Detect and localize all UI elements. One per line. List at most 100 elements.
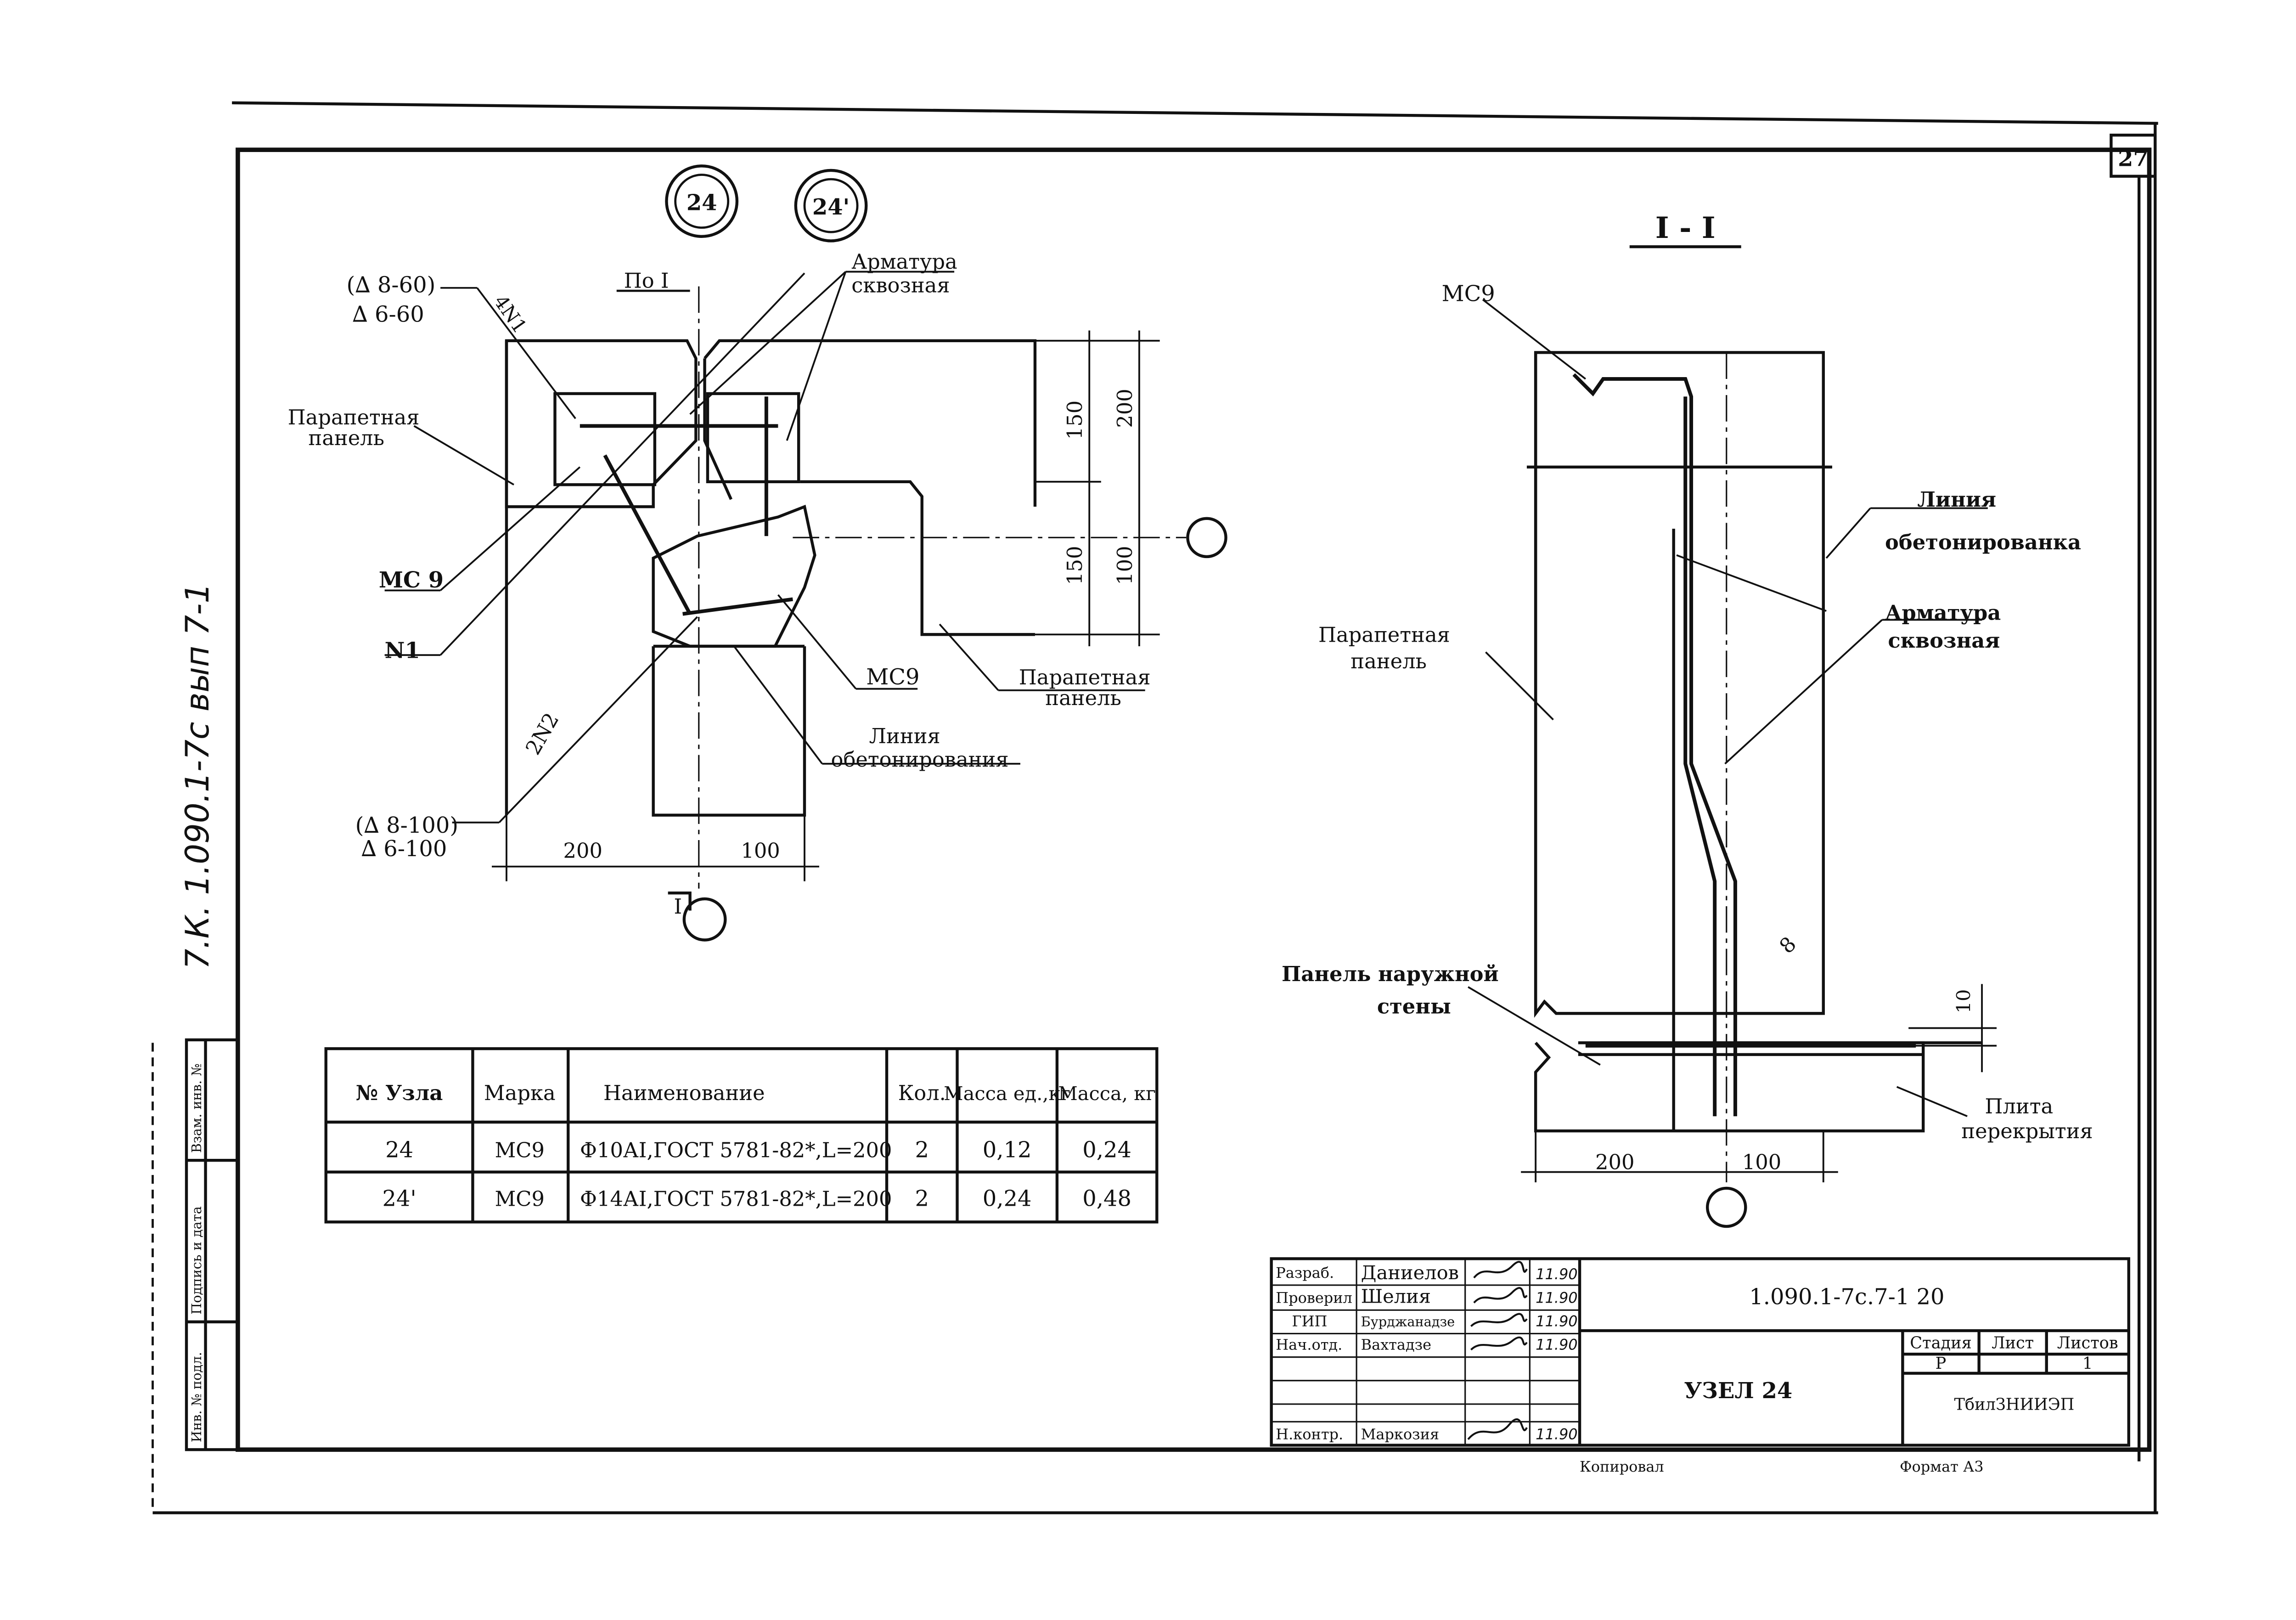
svg-text:Плита: Плита xyxy=(1985,1094,2053,1118)
svg-text:24': 24' xyxy=(812,194,850,220)
callout-node-24-prime: 24' xyxy=(794,169,868,243)
svg-text:Ф14АI,ГОСТ 5781-82*,L=200: Ф14АI,ГОСТ 5781-82*,L=200 xyxy=(580,1186,892,1211)
top-edge-line xyxy=(232,101,2158,125)
svg-text:По I: По I xyxy=(624,269,669,293)
svg-text:10: 10 xyxy=(1952,989,1975,1013)
section-cut-marker xyxy=(668,891,692,911)
axis-bubble-bottom xyxy=(682,897,727,942)
svg-text:I: I xyxy=(674,894,682,919)
spec-header-mark: Марка xyxy=(484,1081,556,1105)
svg-text:перекрытия: перекрытия xyxy=(1961,1119,2093,1143)
role-3: Нач.отд. xyxy=(1276,1336,1342,1354)
svg-text:Парапетная: Парапетная xyxy=(288,405,420,429)
section-dimensions xyxy=(1521,984,1997,1183)
stage-value: Р xyxy=(1936,1354,1947,1373)
date-1: 11.90 xyxy=(1536,1289,1578,1306)
sheet-header: Лист xyxy=(1992,1333,2034,1352)
sheets-header: Листов xyxy=(2057,1333,2118,1352)
svg-text:2: 2 xyxy=(915,1185,929,1211)
name-3: Вахтадзе xyxy=(1361,1336,1431,1354)
svg-text:0,24: 0,24 xyxy=(983,1185,1032,1211)
svg-text:Арматура: Арматура xyxy=(851,249,957,274)
svg-text:(∆ 8-60): (∆ 8-60) xyxy=(347,272,436,298)
archive-note: 7.К. 1.090.1-7с вып 7-1 xyxy=(179,583,216,970)
sheet-number-box: 27 xyxy=(2110,133,2157,178)
spec-header-name: Наименование xyxy=(603,1081,765,1105)
section-outline xyxy=(1526,351,1982,1133)
svg-text:Линия: Линия xyxy=(869,724,940,748)
svg-text:панель: панель xyxy=(1045,686,1121,710)
svg-text:∆ 6-100: ∆ 6-100 xyxy=(361,836,447,862)
node-detail-view: 24 24' xyxy=(288,164,1227,942)
rebars xyxy=(580,396,793,616)
spec-header-node: № Узла xyxy=(356,1081,443,1105)
svg-text:Взам. инв. №: Взам. инв. № xyxy=(189,1063,204,1153)
name-6: Маркозия xyxy=(1361,1426,1439,1443)
svg-text:200: 200 xyxy=(563,838,602,863)
dimensions-bottom xyxy=(492,815,819,881)
section-axis-bubble xyxy=(1705,1186,1747,1228)
svg-text:100: 100 xyxy=(741,838,780,863)
name-0: Даниелов xyxy=(1361,1261,1459,1284)
stage-header: Стадия xyxy=(1910,1333,1972,1352)
svg-text:24: 24 xyxy=(687,190,717,215)
svg-text:150: 150 xyxy=(1063,401,1087,440)
signature-marks xyxy=(1467,1261,1528,1440)
sheets-value: 1 xyxy=(2082,1354,2093,1373)
sheet-number: 27 xyxy=(2118,146,2149,171)
svg-text:МС9: МС9 xyxy=(495,1138,545,1163)
section-rebars xyxy=(1572,373,1916,1117)
date-2: 11.90 xyxy=(1536,1312,1578,1330)
table-row: 24 МС9 Ф10АI,ГОСТ 5781-82*,L=200 2 0,12 … xyxy=(385,1137,1131,1163)
svg-text:МС9: МС9 xyxy=(866,664,919,690)
svg-text:Арматура: Арматура xyxy=(1885,600,2001,625)
title-block: Разраб. Проверил ГИП Нач.отд. Н.контр. Д… xyxy=(1270,1257,2130,1447)
svg-text:Парапетная: Парапетная xyxy=(1318,622,1450,647)
date-0: 11.90 xyxy=(1536,1265,1578,1283)
svg-text:Парапетная: Парапетная xyxy=(1019,665,1151,689)
section-title: I - I xyxy=(1655,211,1716,245)
svg-text:2N2: 2N2 xyxy=(521,709,564,759)
footer-copied: Копировал xyxy=(1580,1458,1664,1475)
spec-header-unit-mass: Масса ед.,кг xyxy=(944,1082,1070,1105)
name-2: Бурджанадзе xyxy=(1361,1314,1455,1329)
spec-header-qty: Кол. xyxy=(898,1081,946,1105)
svg-text:150: 150 xyxy=(1063,546,1087,585)
svg-text:0,24: 0,24 xyxy=(1082,1137,1131,1163)
svg-text:МС9: МС9 xyxy=(495,1186,545,1211)
svg-text:обетонированка: обетонированка xyxy=(1885,530,2081,554)
svg-text:Линия: Линия xyxy=(1917,487,1996,512)
leaders xyxy=(384,271,1145,824)
svg-text:панель: панель xyxy=(308,426,384,450)
role-6: Н.контр. xyxy=(1276,1426,1343,1443)
svg-text:0,12: 0,12 xyxy=(983,1137,1032,1163)
spec-header-mass: Масса, кг xyxy=(1058,1082,1156,1105)
spec-table: № Узла Марка Наименование Кол. Масса ед.… xyxy=(324,1047,1159,1224)
role-2: ГИП xyxy=(1292,1312,1327,1330)
axis-bubble-right xyxy=(1186,517,1227,559)
svg-text:24: 24 xyxy=(385,1137,413,1163)
svg-text:200: 200 xyxy=(1595,1150,1634,1174)
side-stamp: Взам. инв. № Подпись и дата Инв. № подл. xyxy=(185,1038,240,1451)
section-view: I - I 200 100 10 8 xyxy=(1282,211,2093,1228)
callout-node-24: 24 xyxy=(665,164,739,238)
role-0: Разраб. xyxy=(1276,1264,1334,1281)
name-1: Шелия xyxy=(1361,1285,1431,1307)
svg-text:Инв. № подл.: Инв. № подл. xyxy=(189,1352,204,1442)
svg-text:МС9: МС9 xyxy=(1442,281,1495,307)
svg-text:100: 100 xyxy=(1742,1150,1781,1174)
svg-text:N1: N1 xyxy=(385,638,420,664)
role-1: Проверил xyxy=(1276,1289,1352,1306)
svg-text:Подпись и дата: Подпись и дата xyxy=(189,1206,204,1315)
svg-text:8: 8 xyxy=(1774,932,1801,959)
svg-text:сквозная: сквозная xyxy=(1888,628,2000,653)
svg-text:200: 200 xyxy=(1113,389,1137,428)
parapet-panel-outline xyxy=(505,339,1037,817)
svg-text:Ф10АI,ГОСТ 5781-82*,L=200: Ф10АI,ГОСТ 5781-82*,L=200 xyxy=(580,1138,892,1163)
table-row: 24' МС9 Ф14АI,ГОСТ 5781-82*,L=200 2 0,24… xyxy=(383,1185,1131,1211)
svg-text:стены: стены xyxy=(1377,994,1451,1018)
organization: ТбилЗНИИЭП xyxy=(1954,1395,2074,1414)
svg-text:100: 100 xyxy=(1113,546,1137,585)
inner-frame xyxy=(236,147,2152,1452)
svg-text:∆ 6-60: ∆ 6-60 xyxy=(352,301,424,327)
